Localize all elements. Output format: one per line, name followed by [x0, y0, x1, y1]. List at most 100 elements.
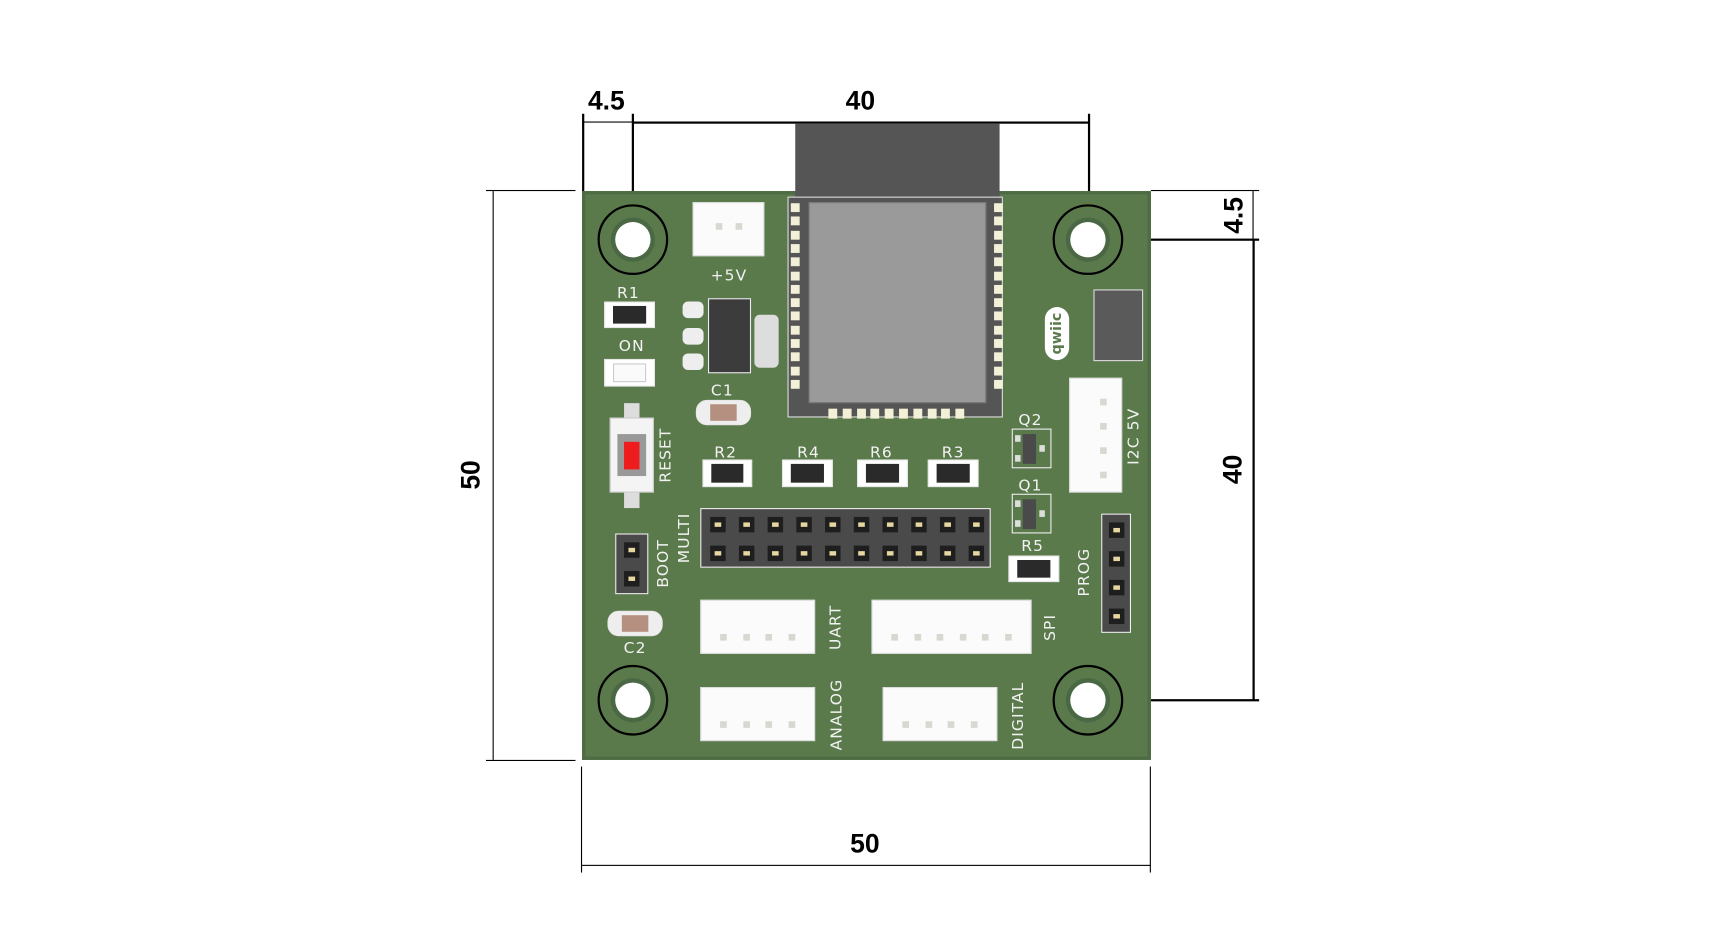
module-pad	[994, 339, 1003, 348]
module-pad	[790, 325, 800, 335]
module-pad	[790, 284, 800, 294]
connector-pin	[902, 721, 910, 728]
spi-label: SPI	[1041, 613, 1060, 641]
header-pin	[796, 545, 812, 562]
extension-line	[485, 759, 576, 762]
uart-connector	[700, 599, 816, 654]
extension-line	[631, 113, 634, 240]
extension-line	[1150, 189, 1260, 192]
module-pad	[790, 366, 800, 376]
module-pad	[790, 311, 800, 321]
reset-button[interactable]	[609, 417, 654, 493]
header-pin	[939, 516, 956, 533]
connector-pin	[982, 633, 989, 641]
module-pad	[790, 216, 800, 226]
dimension-line	[582, 121, 633, 123]
header-pin	[882, 516, 898, 533]
multi-label: MULTI	[675, 512, 694, 564]
mounting-hole	[1052, 664, 1124, 736]
transistor-q2	[1011, 428, 1052, 469]
connector-pin	[1004, 633, 1012, 641]
extension-line	[485, 189, 576, 192]
led-on	[604, 358, 655, 387]
dimension-board-height: 50	[456, 460, 486, 490]
resistor-r4	[781, 459, 833, 488]
dimension-right-spacing: 40	[1218, 454, 1249, 485]
module-pad	[994, 203, 1003, 213]
module-pad	[927, 408, 937, 419]
connector-pin	[788, 721, 795, 728]
module-shield	[808, 202, 987, 404]
uart-label: UART	[827, 604, 845, 651]
reset-label: RESET	[657, 427, 675, 483]
module-pad	[790, 257, 800, 267]
q2-label: Q2	[1018, 411, 1043, 430]
header-pin	[939, 545, 956, 562]
module-pad	[790, 379, 800, 389]
header-pin	[968, 516, 985, 533]
header-pin	[738, 516, 755, 533]
connector-pin	[947, 721, 955, 728]
module-pad	[994, 311, 1003, 321]
analog-label: ANALOG	[828, 678, 847, 751]
dimension-line	[1252, 191, 1254, 240]
power-label: +5V	[710, 267, 748, 285]
module-pad	[994, 379, 1003, 389]
module-pad	[913, 408, 923, 419]
connector-pin	[936, 633, 944, 641]
connector-pin	[959, 633, 967, 641]
boot-jumper[interactable]	[615, 533, 649, 595]
connector-pin	[720, 721, 728, 728]
module-pad	[790, 298, 800, 308]
voltage-regulator	[707, 298, 752, 374]
r3-label: R3	[941, 444, 965, 462]
connector-pin	[743, 633, 750, 641]
connector-pin	[914, 633, 921, 641]
module-pad	[955, 408, 965, 419]
resistor-r3	[927, 459, 979, 488]
reset-pad	[624, 403, 640, 420]
r6-label: R6	[869, 444, 893, 462]
module-pad	[790, 203, 800, 213]
resistor-r1	[604, 301, 655, 329]
header-pin	[825, 516, 841, 533]
connector-pin	[925, 721, 932, 728]
extension-line	[1104, 238, 1260, 241]
header-pin	[911, 516, 927, 533]
module-pad	[842, 408, 852, 419]
c2-label: C2	[623, 639, 647, 658]
connector-pin	[743, 721, 750, 728]
regulator-pad	[682, 328, 704, 345]
module-pad	[790, 339, 800, 348]
header-pin	[796, 516, 812, 533]
extension-line	[1104, 699, 1260, 702]
qwiic-connector	[1093, 289, 1144, 362]
r4-label: R4	[797, 444, 820, 462]
regulator-pad	[682, 301, 704, 319]
dimension-line	[632, 121, 1090, 124]
module-pad	[994, 366, 1003, 376]
dimension-top-offset: 4.5	[587, 86, 625, 116]
connector-pin	[720, 633, 728, 641]
module-pad	[994, 352, 1003, 362]
mounting-hole	[1052, 204, 1124, 276]
capacitor-c2	[607, 610, 663, 637]
module-pad	[856, 408, 866, 419]
header-pin	[968, 545, 985, 562]
module-pad	[994, 243, 1003, 253]
dimension-line	[1252, 239, 1255, 701]
i2c-connector	[1069, 377, 1123, 493]
extension-line	[1149, 766, 1151, 873]
extension-line	[1087, 113, 1091, 240]
resistor-r5	[1008, 555, 1060, 583]
analog-connector	[700, 686, 816, 742]
regulator-pad	[682, 353, 704, 371]
capacitor-c1	[695, 399, 752, 426]
header-pin	[767, 545, 784, 562]
connector-pin	[891, 633, 899, 641]
mounting-hole	[597, 204, 669, 276]
module-pad	[994, 257, 1003, 267]
dimension-line	[582, 864, 1151, 866]
reset-pad	[624, 491, 640, 509]
header-pin	[825, 545, 841, 562]
